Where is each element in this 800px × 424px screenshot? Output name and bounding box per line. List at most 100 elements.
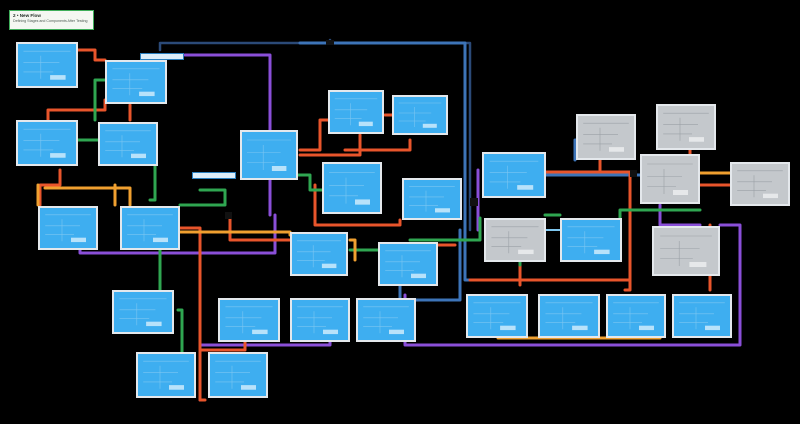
screen-thumbnail[interactable] (98, 122, 158, 166)
screen-body (107, 62, 165, 102)
screen-thumbnail[interactable] (136, 352, 196, 398)
screen-wireframe-button (689, 262, 706, 267)
screen-wireframe-button (518, 250, 534, 254)
screen-wireframe-button (389, 330, 404, 334)
connector-node (470, 198, 478, 206)
screen-thumbnail[interactable] (576, 114, 636, 160)
screen-body (642, 156, 698, 202)
screen-wireframe-button (639, 326, 654, 330)
screen-body (18, 122, 76, 164)
screen-thumbnail[interactable] (392, 95, 448, 135)
screen-wireframe-button (50, 75, 66, 80)
screen-body (654, 228, 718, 274)
screen-body (358, 300, 414, 340)
screen-body (220, 300, 278, 340)
connector-node (225, 212, 232, 219)
screen-wireframe-button (71, 238, 86, 242)
flow-note-card (192, 172, 236, 179)
connector-node (630, 170, 637, 177)
screen-wireframe-button (169, 385, 184, 390)
screen-wireframe-button (322, 264, 337, 268)
screen-wireframe-button (609, 147, 624, 152)
screen-body (138, 354, 194, 396)
screen-wireframe-button (689, 137, 704, 142)
screen-wireframe-button (272, 166, 287, 171)
screen-thumbnail[interactable] (105, 60, 167, 104)
screen-wireframe-button (323, 330, 338, 334)
flow-subtitle: Defining Stages and Components After Tes… (13, 19, 90, 24)
screen-body (468, 296, 526, 336)
screen-wireframe-button (355, 199, 370, 204)
screen-thumbnail[interactable] (290, 232, 348, 276)
screen-thumbnail[interactable] (16, 120, 78, 166)
screen-wireframe-button (131, 154, 146, 158)
screen-thumbnail[interactable] (656, 104, 716, 150)
screen-thumbnail[interactable] (218, 298, 280, 342)
screen-thumbnail[interactable] (482, 152, 546, 198)
screen-body (486, 220, 544, 260)
screen-body (100, 124, 156, 164)
screen-body (380, 244, 436, 284)
screen-wireframe-button (146, 322, 162, 326)
screen-thumbnail[interactable] (730, 162, 790, 206)
screen-body (732, 164, 788, 204)
screen-body (292, 234, 346, 274)
screen-thumbnail[interactable] (640, 154, 700, 204)
screen-thumbnail[interactable] (322, 162, 382, 214)
screen-body (292, 300, 348, 340)
screen-body (674, 296, 730, 336)
screen-wireframe-button (763, 194, 778, 198)
screen-wireframe-button (705, 326, 720, 330)
screen-wireframe-button (435, 208, 450, 212)
screen-thumbnail[interactable] (356, 298, 416, 342)
flow-note-card (140, 53, 184, 60)
screen-body (394, 97, 446, 133)
screen-thumbnail[interactable] (538, 294, 600, 338)
screen-thumbnail[interactable] (466, 294, 528, 338)
screen-body (114, 292, 172, 332)
screen-wireframe-button (594, 250, 610, 254)
screen-body (330, 92, 382, 132)
screen-thumbnail[interactable] (402, 178, 462, 220)
screen-wireframe-button (572, 326, 588, 330)
screen-wireframe-button (153, 238, 168, 242)
screen-body (40, 208, 96, 248)
screen-thumbnail[interactable] (240, 130, 298, 180)
screen-thumbnail[interactable] (208, 352, 268, 398)
screen-thumbnail[interactable] (378, 242, 438, 286)
screen-wireframe-button (50, 153, 66, 158)
screen-wireframe-button (359, 122, 373, 126)
screen-thumbnail[interactable] (606, 294, 666, 338)
screen-wireframe-button (517, 185, 533, 190)
screen-wireframe-button (252, 330, 268, 334)
screen-body (608, 296, 664, 336)
screen-wireframe-button (241, 385, 256, 390)
screen-body (578, 116, 634, 158)
screen-thumbnail[interactable] (112, 290, 174, 334)
screen-body (484, 154, 544, 196)
screen-wireframe-button (139, 92, 155, 96)
screen-body (242, 132, 296, 178)
connector-node (326, 40, 334, 45)
screen-thumbnail[interactable] (16, 42, 78, 88)
screen-body (122, 208, 178, 248)
screen-thumbnail[interactable] (484, 218, 546, 262)
screen-body (404, 180, 460, 218)
flow-title-card: 2 • New Flow Defining Stages and Compone… (9, 10, 94, 30)
screen-thumbnail[interactable] (290, 298, 350, 342)
screen-wireframe-button (673, 190, 688, 195)
screen-thumbnail[interactable] (120, 206, 180, 250)
screen-thumbnail[interactable] (560, 218, 622, 262)
screen-wireframe-button (411, 274, 426, 278)
screen-body (18, 44, 76, 86)
screen-wireframe-button (500, 326, 515, 330)
screen-body (658, 106, 714, 148)
screen-body (562, 220, 620, 260)
screen-thumbnail[interactable] (652, 226, 720, 276)
screen-thumbnail[interactable] (672, 294, 732, 338)
screen-body (210, 354, 266, 396)
screen-body (540, 296, 598, 336)
screen-thumbnail[interactable] (38, 206, 98, 250)
screen-thumbnail[interactable] (328, 90, 384, 134)
